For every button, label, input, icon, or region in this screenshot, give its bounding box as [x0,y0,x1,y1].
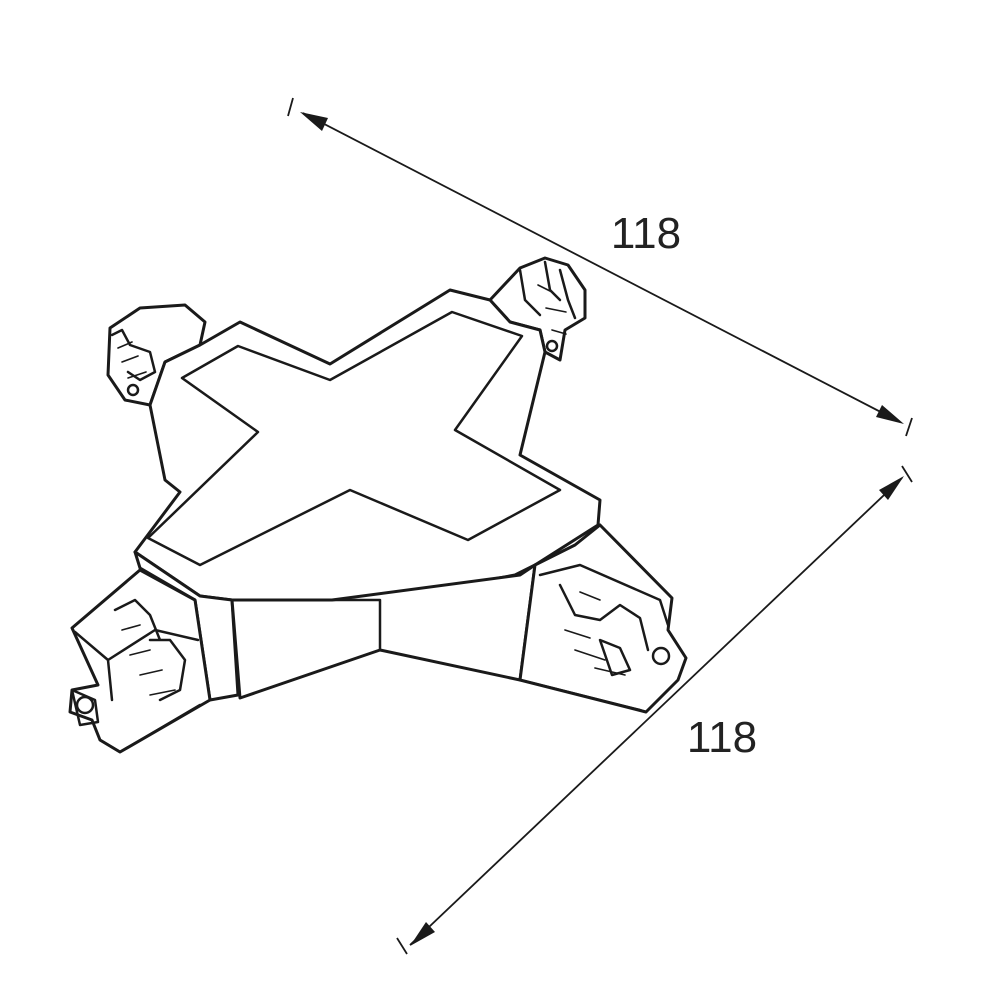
dimension-right-arrow-start [879,476,904,500]
dimension-top-arrow-end [876,405,904,424]
cross-top-face [133,288,602,602]
dimension-top-arrow-start [300,112,328,131]
dimension-right-line [409,477,903,946]
dimension-top-label: 118 [611,209,681,258]
dimension-right-tick-end [396,937,408,955]
dimension-top-tick-start [287,97,294,117]
plug-front-left [68,568,212,754]
dimension-top-line [302,112,901,423]
dimension-right: 118 [396,465,913,955]
x-connector-body [68,256,688,754]
dimension-top-tick-end [905,417,913,437]
cross-top-inner [146,310,562,567]
plug-front-right [518,523,688,714]
dimension-right-arrow-end [410,922,435,946]
dimension-right-tick-start [901,465,913,483]
dimension-right-label: 118 [687,713,757,762]
dimension-top: 118 [287,97,913,437]
